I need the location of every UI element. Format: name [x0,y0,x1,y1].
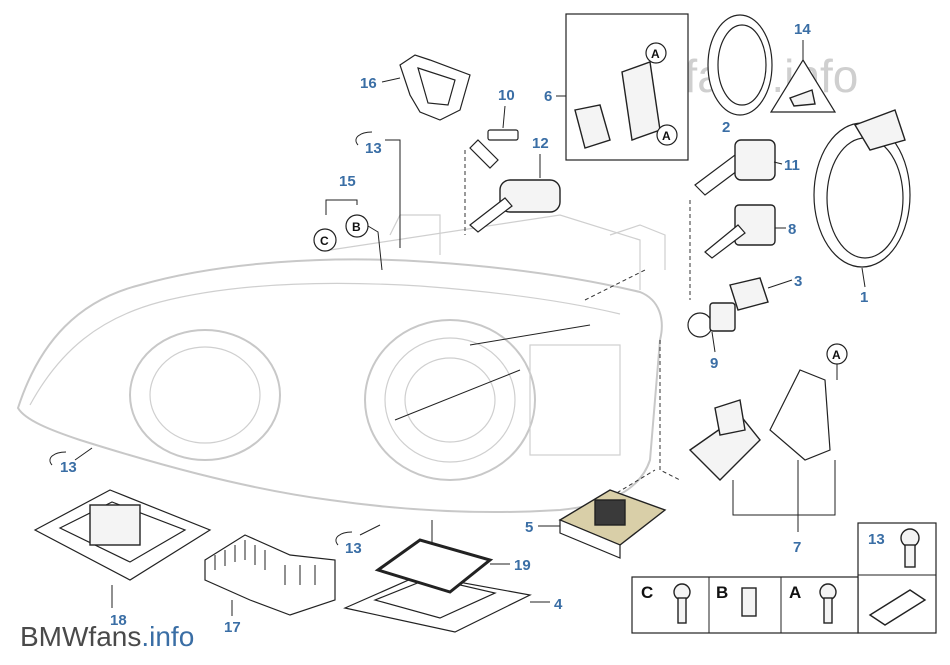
part-3-bulb [729,277,769,311]
callout-8: 8 [788,221,796,238]
legend-b-label: B [716,583,728,602]
part-5-control-unit [558,489,667,559]
part-11-xenon-bulb [694,139,776,196]
badge-a-top1: A [651,47,660,61]
legend-fastener-boxes [631,576,859,634]
part-7-xenon-module [688,369,831,481]
watermark-bottom-suffix: .info [141,621,194,652]
callout-5: 5 [525,519,533,536]
callout-6: 6 [544,88,552,105]
callout-2: 2 [722,119,730,136]
callout-3: 3 [794,273,802,290]
part-1-reflector-ring [813,109,911,268]
watermark-bottom-brand: BMWfans [20,621,141,652]
callout-16: 16 [360,75,377,92]
legend-screw-13-label: 13 [868,531,885,548]
legend-c-label: C [641,583,653,602]
part-19-gasket [374,538,494,594]
callout-9: 9 [710,355,718,372]
callout-10: 10 [498,87,515,104]
legend-a-label: A [789,583,801,602]
callout-12: 12 [532,135,549,152]
part-4-cover-plate [343,574,532,633]
part-12-bulb-socket [469,179,561,233]
callout-19: 19 [514,557,531,574]
callout-13-left: 13 [60,459,77,476]
assembly-dashed-lines [394,150,691,501]
callout-11: 11 [784,157,800,174]
part-2-cover-cap [707,14,773,116]
callout-4: 4 [554,596,563,613]
badge-a-right: A [832,348,841,362]
part-9-bulb [687,302,736,338]
part-17-heat-sink [204,534,336,616]
badge-a-top2: A [662,129,671,143]
part-8-bulb [704,204,776,259]
callout-18: 18 [110,612,127,629]
callout-17: 17 [224,619,241,636]
headlight-housing-outline [16,214,666,513]
badge-b: B [352,220,361,234]
part-16-bracket-clip [399,54,471,121]
callout-13-top: 13 [365,140,382,157]
callout-7: 7 [793,539,801,556]
callout-1: 1 [860,289,868,306]
legend-screw-13-box [857,522,937,634]
part-14-warning-label [769,58,837,113]
watermark-bottom: BMWfans.info [20,621,194,652]
callout-13-mid: 13 [345,540,362,557]
callout-15: 15 [339,173,356,190]
part-10-bulb [469,129,519,169]
part-18-mounting-frame [33,489,212,581]
badge-c: C [320,234,329,248]
callout-14: 14 [794,21,811,38]
